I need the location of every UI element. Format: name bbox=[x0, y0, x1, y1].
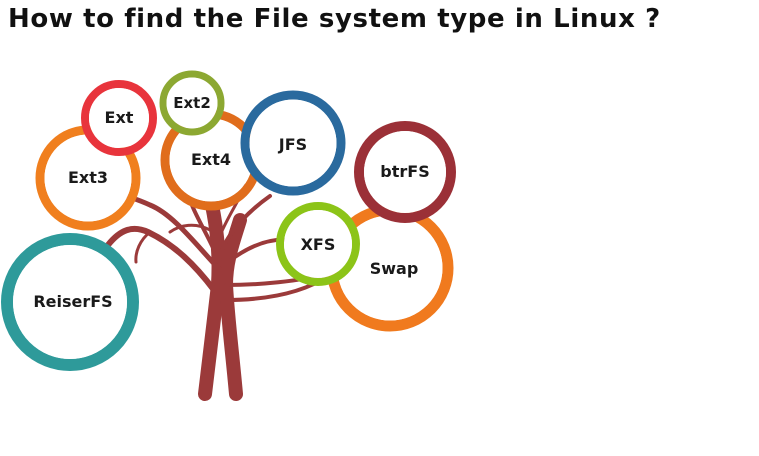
node-reiserfs: ReiserFS bbox=[1, 233, 139, 371]
ring-btrfs bbox=[354, 121, 456, 223]
disc-ext4 bbox=[169, 118, 253, 202]
node-ext2: Ext2 bbox=[159, 70, 225, 136]
disc-reiserfs bbox=[13, 245, 127, 359]
disc-jfs bbox=[249, 99, 337, 187]
label-ext3: Ext3 bbox=[68, 168, 108, 187]
ring-xfs bbox=[276, 202, 360, 286]
page-title: How to find the File system type in Linu… bbox=[8, 4, 661, 34]
ring-reiserfs bbox=[1, 233, 139, 371]
ring-jfs bbox=[240, 90, 346, 196]
label-swap: Swap bbox=[370, 259, 419, 278]
tree-branches bbox=[105, 183, 337, 401]
node-ext: Ext bbox=[81, 80, 157, 156]
label-ext2: Ext2 bbox=[173, 94, 211, 112]
disc-swap bbox=[337, 215, 443, 321]
disc-xfs bbox=[284, 210, 352, 278]
ring-ext2 bbox=[159, 70, 225, 136]
branch bbox=[220, 194, 272, 252]
label-xfs: XFS bbox=[301, 235, 336, 254]
ring-ext bbox=[81, 80, 157, 156]
label-jfs: JFS bbox=[278, 135, 307, 154]
trunk bbox=[219, 213, 247, 401]
label-ext: Ext bbox=[105, 108, 134, 127]
disc-ext bbox=[89, 88, 149, 148]
label-reiserfs: ReiserFS bbox=[33, 292, 112, 311]
disc-btrfs bbox=[364, 131, 446, 213]
branch bbox=[134, 230, 152, 264]
label-btrfs: btrFS bbox=[380, 162, 429, 181]
node-xfs: XFS bbox=[276, 202, 360, 286]
trunk bbox=[198, 198, 226, 401]
disc-ext2 bbox=[166, 77, 218, 129]
node-jfs: JFS bbox=[240, 90, 346, 196]
node-btrfs: btrFS bbox=[354, 121, 456, 223]
branch bbox=[168, 223, 212, 234]
label-ext4: Ext4 bbox=[191, 150, 231, 169]
disc-ext3 bbox=[44, 134, 132, 222]
